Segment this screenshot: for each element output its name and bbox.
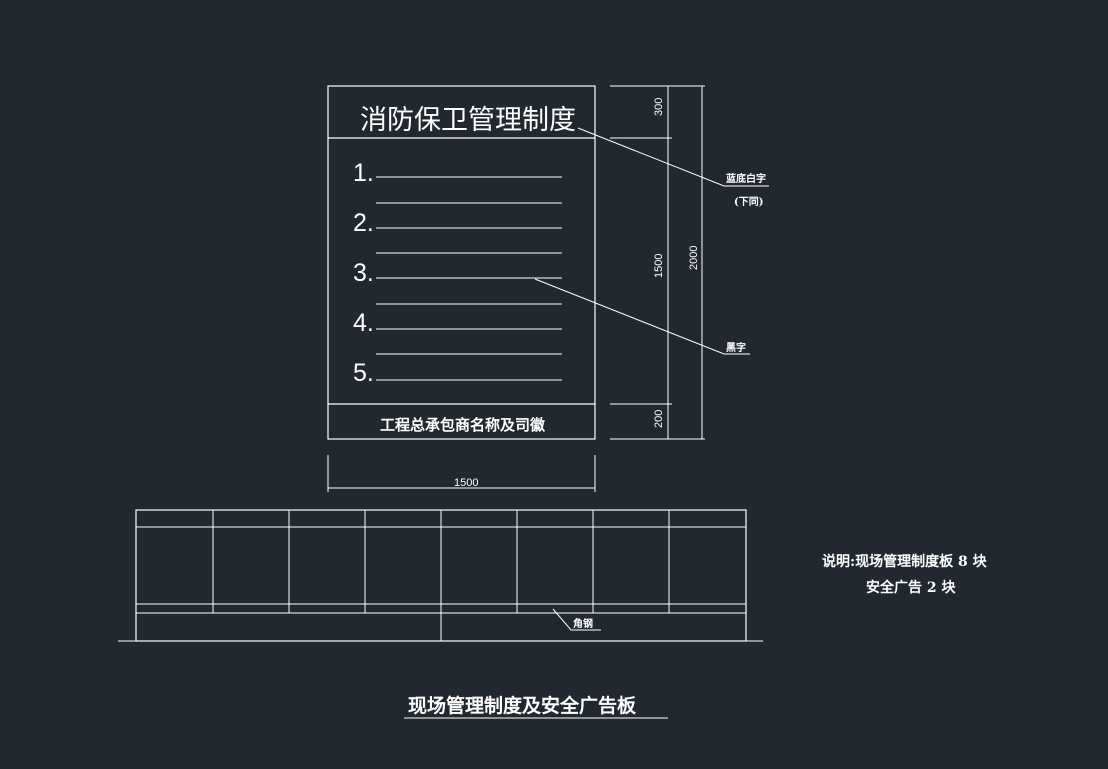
rule-number: 4. — [353, 309, 374, 337]
note-line-2: 安全广告 2 块 — [866, 579, 956, 596]
dim-top-band: 300 — [653, 98, 665, 116]
drawing-title-block: 现场管理制度及安全广告板 — [404, 694, 668, 719]
note-line-1: 说明:现场管理制度板 8 块 — [822, 553, 988, 570]
rule-list: 1. 2. 3. 4. 5. — [353, 159, 562, 387]
dim-width: 1500 — [454, 477, 478, 489]
base-note: 角钢 — [573, 617, 593, 630]
base-leader — [552, 608, 601, 631]
items-note: 黑字 — [726, 341, 746, 354]
width-dimension: 1500 — [327, 455, 596, 492]
board-outline — [327, 85, 596, 440]
rule-number: 1. — [353, 159, 374, 187]
title-note: 蓝底白字 — [726, 172, 766, 185]
notes: 说明:现场管理制度板 8 块 安全广告 2 块 — [822, 553, 988, 596]
rule-number: 2. — [353, 209, 374, 237]
notice-board: 消防保卫管理制度 1. 2. 3. 4. 5. 工程总承包商名称及司徽 — [327, 85, 596, 440]
items-leader — [534, 278, 750, 355]
title-leader — [577, 127, 769, 187]
title-note-sub: (下同) — [734, 196, 763, 208]
dim-middle-band: 1500 — [653, 254, 665, 278]
drawing-title: 现场管理制度及安全广告板 — [408, 694, 637, 717]
billboard-elevation: 角钢 — [118, 509, 763, 642]
board-title: 消防保卫管理制度 — [360, 105, 576, 136]
board-footer-text: 工程总承包商名称及司徽 — [380, 416, 546, 434]
dim-bottom-band: 200 — [653, 410, 665, 428]
rule-number: 5. — [353, 359, 374, 387]
rule-number: 3. — [353, 259, 374, 287]
callouts: 蓝底白字 (下同) 黑字 — [534, 127, 769, 355]
dim-total-height: 2000 — [688, 246, 700, 270]
height-dimensions: 300 1500 2000 200 — [610, 85, 705, 440]
